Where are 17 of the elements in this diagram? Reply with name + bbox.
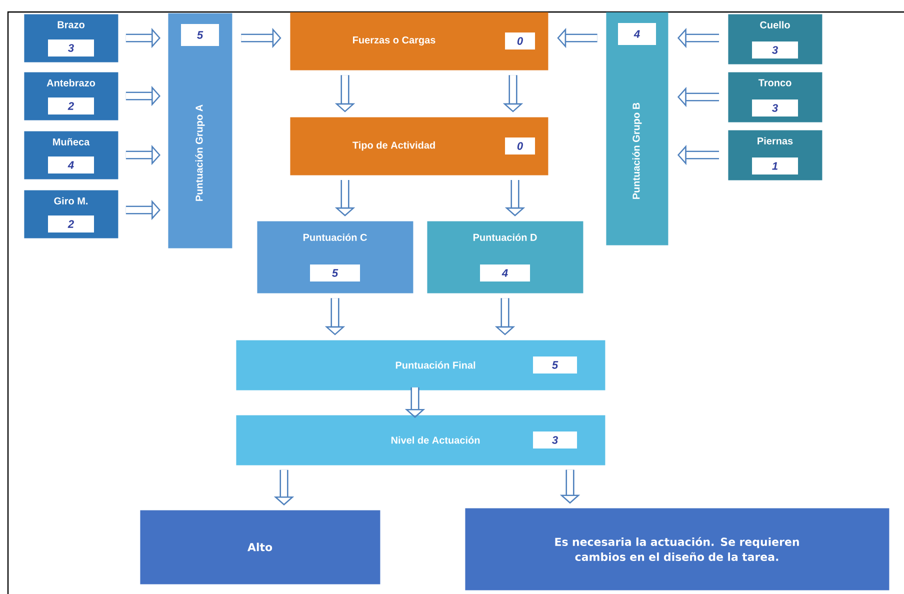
score-box: Cuello 3 bbox=[728, 14, 822, 64]
score-box: Puntuación D 4 bbox=[427, 221, 584, 294]
score-box: Tronco 3 bbox=[728, 72, 822, 122]
score-box: Puntuación C 5 bbox=[257, 221, 414, 294]
score-bar: Nivel de Actuación 3 bbox=[236, 415, 606, 466]
score-box: Piernas 1 bbox=[728, 130, 822, 180]
score-bar: Puntuación Final 5 bbox=[236, 340, 606, 390]
group-score-column: Puntuación Grupo A 5 bbox=[168, 13, 232, 248]
score-box: Brazo 3 bbox=[24, 14, 118, 62]
group-score-column: Puntuación Grupo B 4 bbox=[606, 12, 668, 246]
score-bar: Tipo de Actividad 0 bbox=[290, 117, 548, 176]
score-box: Antebrazo 2 bbox=[24, 72, 118, 120]
score-box: Giro M. 2 bbox=[24, 190, 118, 238]
result-box: Es necesaria la actuación. Se requieren cambios en el diseño de la tarea. bbox=[465, 508, 890, 590]
score-box: Muñeca 4 bbox=[24, 131, 118, 180]
score-bar: Fuerzas o Cargas 0 bbox=[290, 12, 548, 70]
result-box: Alto bbox=[140, 510, 380, 584]
